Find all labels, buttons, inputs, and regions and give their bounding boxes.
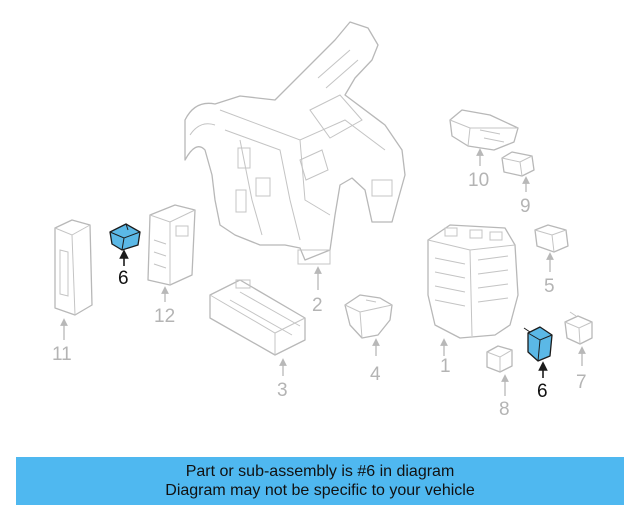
callout-10: 10: [468, 170, 489, 191]
callout-8: 8: [499, 399, 510, 420]
part-7-connector: [564, 311, 593, 345]
callout-7: 7: [576, 372, 587, 393]
callout-12: 12: [154, 306, 175, 327]
parts-diagram: 1 2 3 4 5 6 6 7 8 9 10 11 12: [52, 21, 593, 420]
part-11-vertical-housing: [54, 219, 93, 316]
leader-lines: [60, 148, 586, 396]
part-5-relay: [534, 224, 569, 253]
part-2-carrier-bracket: [184, 21, 406, 265]
part-8-small-block: [486, 345, 513, 373]
callout-11: 11: [52, 344, 72, 365]
callout-4: 4: [370, 364, 381, 385]
part-4-connector-bracket: [344, 294, 393, 339]
banner-line-part-number: Part or sub-assembly is #6 in diagram: [185, 463, 455, 480]
part-6-relay-left: [109, 223, 141, 251]
callout-6-left: 6: [118, 268, 129, 289]
part-1-fuse-box: [427, 224, 519, 339]
part-10-terminal-block: [449, 109, 519, 151]
part-6-relay-right: [523, 326, 553, 362]
callout-2: 2: [312, 295, 323, 316]
callout-5: 5: [544, 276, 555, 297]
part-12-relay-board: [147, 204, 196, 286]
callout-labels: 1 2 3 4 5 6 6 7 8 9 10 11 12: [52, 170, 587, 420]
banner-line-disclaimer: Diagram may not be specific to your vehi…: [165, 482, 475, 499]
part-3-fuse-block: [209, 279, 306, 356]
callout-1: 1: [440, 356, 451, 377]
callout-9: 9: [520, 196, 531, 217]
callout-3: 3: [277, 380, 288, 401]
part-9-small-relay: [501, 151, 535, 177]
info-banner: Part or sub-assembly is #6 in diagram Di…: [16, 457, 624, 505]
callout-6-right: 6: [537, 381, 548, 402]
